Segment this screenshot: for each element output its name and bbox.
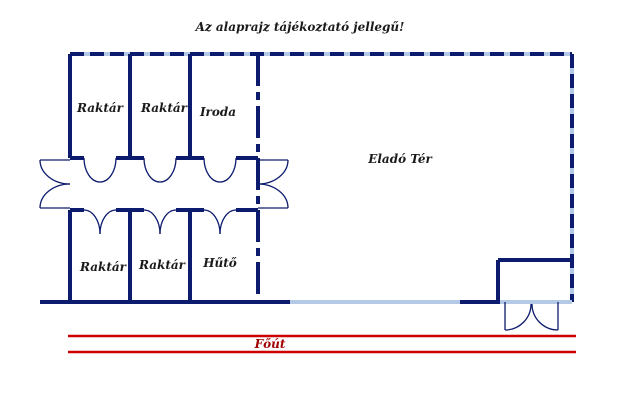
door-raktar-top-1 xyxy=(83,157,117,183)
entrance-door xyxy=(504,302,559,331)
street-lines xyxy=(68,334,576,354)
room-label-raktar-bottom-1: Raktár xyxy=(79,260,128,274)
room-label-raktar-bottom-2: Raktár xyxy=(138,258,187,272)
door-raktar-bottom-2 xyxy=(143,209,177,235)
room-label-huto: Hűtő xyxy=(202,256,237,270)
door-iroda xyxy=(203,157,237,183)
door-huto xyxy=(203,209,237,235)
right-double-door xyxy=(257,159,289,209)
disclaimer-title: Az alaprajz tájékoztató jellegű! xyxy=(195,20,405,34)
interior-walls xyxy=(70,54,572,304)
room-label-raktar-top-1: Raktár xyxy=(76,101,125,115)
room-label-iroda: Iroda xyxy=(199,105,236,119)
door-raktar-bottom-1 xyxy=(83,209,117,235)
room-label-elado-ter: Eladó Tér xyxy=(367,152,433,166)
left-double-door xyxy=(39,159,71,209)
street-label: Főút xyxy=(254,337,286,351)
room-label-raktar-top-2: Raktár xyxy=(140,101,189,115)
door-raktar-top-2 xyxy=(143,157,177,183)
doors xyxy=(39,157,559,331)
